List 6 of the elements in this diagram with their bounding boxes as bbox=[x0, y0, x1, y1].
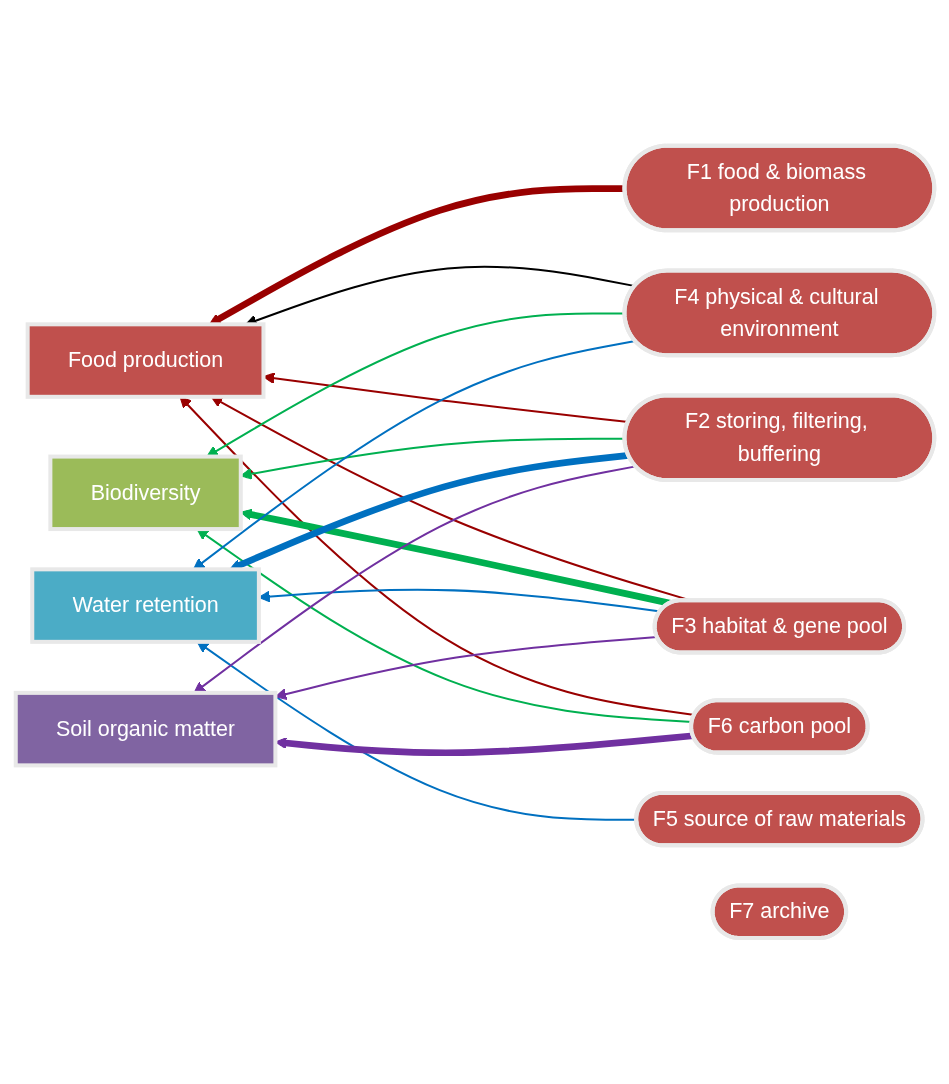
node-box: Biodiversity bbox=[47, 454, 243, 532]
node-box: Water retention bbox=[29, 567, 261, 645]
arrow bbox=[208, 185, 625, 325]
node-box: Soil organic matter bbox=[13, 691, 277, 768]
node-box: Food production bbox=[25, 322, 265, 399]
arrow bbox=[274, 636, 657, 701]
